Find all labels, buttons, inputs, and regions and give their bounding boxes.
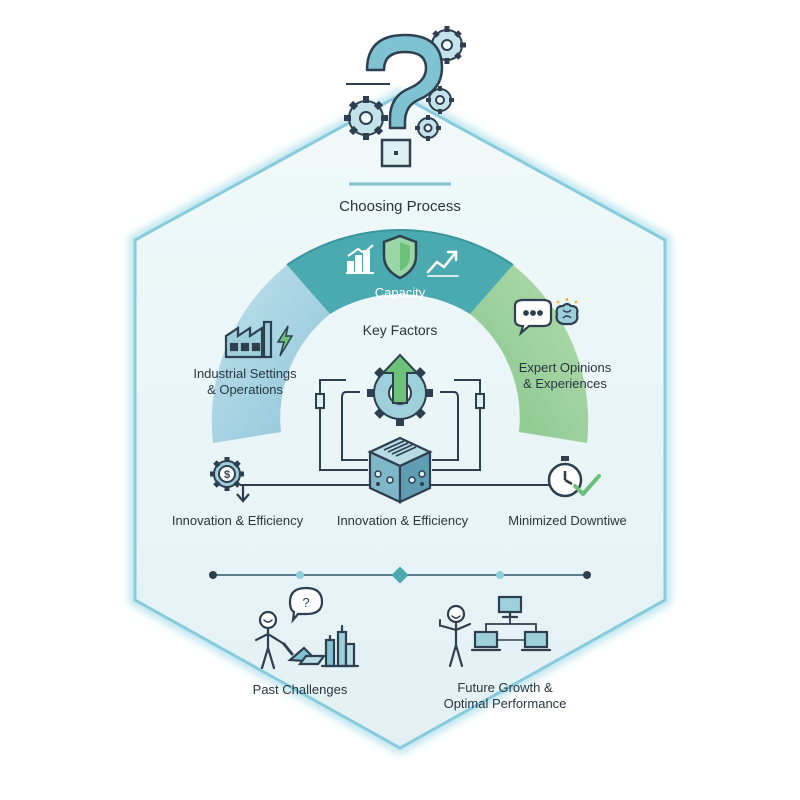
factory-lightning-icon <box>224 320 294 359</box>
stopwatch-check-icon <box>547 456 601 498</box>
expert-opinions-line1: Expert Opinions <box>518 360 612 375</box>
svg-text:$: $ <box>224 469 230 481</box>
innovation-efficiency-center-label: Innovation & Efficiency <box>336 513 469 528</box>
minimized-downtime-label: Minimized Downtiwe <box>508 513 627 528</box>
key-factors-label: Key Factors <box>362 322 438 338</box>
past-challenges-label: Past Challenges <box>252 682 348 697</box>
chat-brain-idea-icon <box>513 298 579 337</box>
industrial-settings-line2: & Operations <box>207 382 283 397</box>
right-segment <box>470 265 589 443</box>
svg-text:?: ? <box>302 595 309 610</box>
gear-icon <box>344 96 388 140</box>
gear-arrow-icon <box>367 353 433 426</box>
diagram-title: Choosing Process <box>339 198 461 215</box>
gear-icon <box>426 86 454 114</box>
gear-dollar-arrow-icon: $ <box>210 457 250 503</box>
circuit-lines <box>240 379 555 486</box>
server-cube-icon <box>367 436 433 504</box>
future-growth-line2: Optimal Performance <box>443 696 567 711</box>
bar-chart-up-icon <box>346 244 374 274</box>
future-growth-label: Future Growth & Optimal Performance <box>420 680 590 712</box>
person-question-tools-icon: ? <box>254 586 360 670</box>
future-growth-line1: Future Growth & <box>457 680 553 695</box>
capacity-label: Capacity <box>374 285 426 300</box>
timeline <box>209 566 591 584</box>
expert-opinions-label: Expert Opinions & Experiences <box>495 360 635 392</box>
shield-icon <box>382 234 418 280</box>
person-network-computers-icon <box>439 595 552 668</box>
industrial-settings-line1: Industrial Settings <box>193 366 297 381</box>
trend-line-icon <box>426 250 459 277</box>
industrial-settings-label: Industrial Settings & Operations <box>175 366 315 398</box>
innovation-efficiency-left-label: Innovation & Efficiency <box>171 513 304 528</box>
question-mark-gears-icon <box>344 26 466 186</box>
gear-icon <box>415 115 441 141</box>
expert-opinions-line2: & Experiences <box>523 376 607 391</box>
